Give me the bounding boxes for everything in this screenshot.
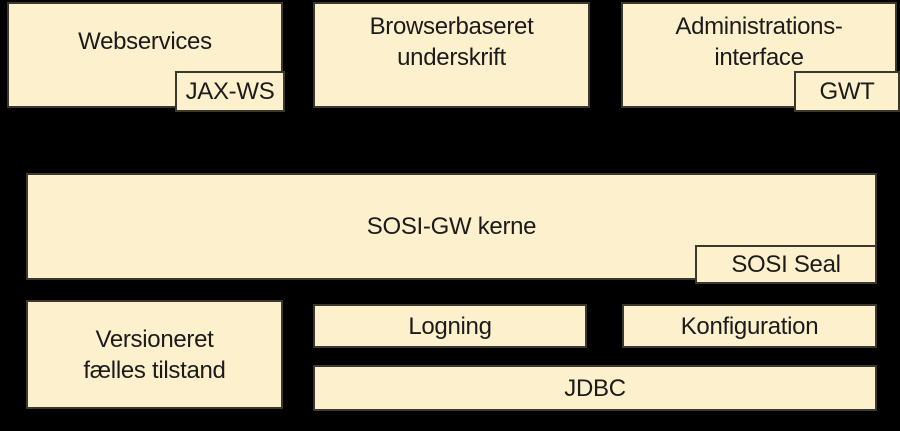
box-jax-ws: JAX-WS (175, 71, 285, 112)
box-logging: Logning (313, 304, 587, 348)
box-jdbc: JDBC (313, 365, 877, 411)
box-configuration: Konfiguration (622, 304, 877, 348)
box-webservices: Webservices (7, 2, 283, 108)
box-browser-based-signature: Browserbaseret underskrift (313, 2, 590, 108)
box-sosi-seal: SOSI Seal (695, 245, 877, 284)
box-gwt: GWT (794, 71, 900, 112)
box-versioned-shared-state: Versioneret fælles tilstand (26, 300, 283, 409)
